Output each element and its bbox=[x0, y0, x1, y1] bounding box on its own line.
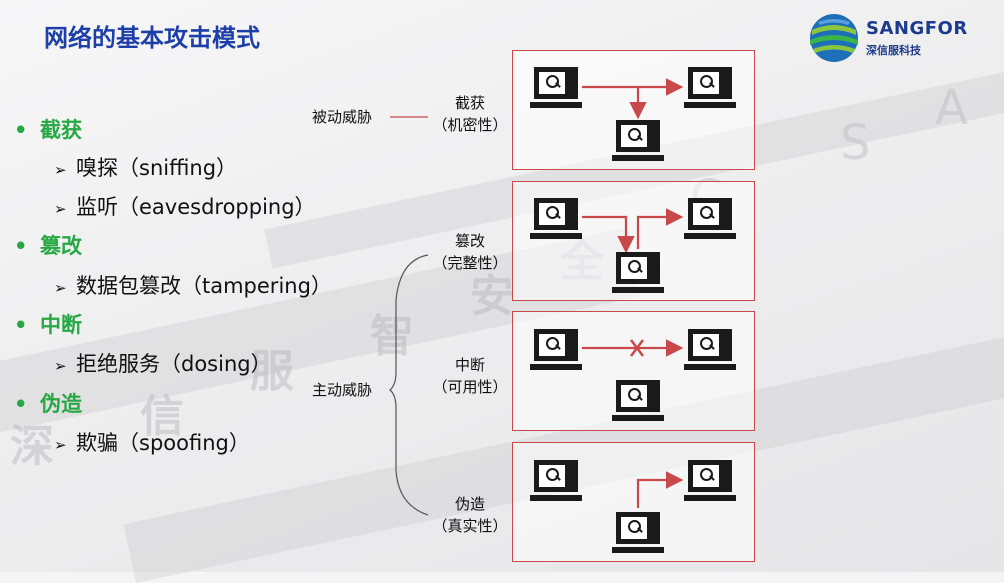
computer-icon bbox=[612, 380, 664, 422]
computer-icon bbox=[612, 252, 664, 294]
sub-item-label: 欺骗（spoofing） bbox=[76, 431, 250, 455]
computer-icon bbox=[612, 120, 664, 162]
list-item-intercept: •截获 bbox=[14, 118, 82, 142]
sub-item: ➢ 嗅探（sniffing） bbox=[54, 152, 237, 182]
arrow-right-icon: ➢ bbox=[54, 357, 67, 375]
watermark-char: 信 bbox=[140, 391, 184, 442]
sub-item-label: 嗅探（sniffing） bbox=[76, 156, 238, 180]
logo-subtitle: 深信服科技 bbox=[866, 44, 921, 57]
list-item-label: 伪造 bbox=[40, 392, 82, 416]
watermark-char: 智 bbox=[370, 311, 414, 362]
computer-icon bbox=[530, 198, 582, 240]
threat-label-tamper: 篡改 （完整性） bbox=[432, 230, 508, 274]
sub-item-label: 数据包篡改（tampering） bbox=[76, 274, 332, 298]
sub-item: ➢ 拒绝服务（dosing） bbox=[54, 348, 272, 378]
computer-icon bbox=[684, 460, 736, 502]
logo-name: SANGFOR bbox=[866, 18, 968, 39]
computer-icon bbox=[684, 329, 736, 371]
computer-icon bbox=[684, 67, 736, 109]
list-item-tamper: •篡改 bbox=[14, 234, 82, 258]
watermark-char: 深 bbox=[10, 421, 54, 472]
passive-threat-label: 被动威胁 bbox=[312, 108, 373, 126]
watermark-char: 安 bbox=[470, 271, 514, 322]
threat-name: 中断 bbox=[454, 356, 485, 374]
arrow-right-icon: ➢ bbox=[54, 161, 67, 179]
threat-property: （机密性） bbox=[432, 116, 508, 134]
threat-label-forge: 伪造 （真实性） bbox=[432, 493, 508, 537]
threat-name: 篡改 bbox=[454, 232, 485, 250]
threat-label-interrupt: 中断 （可用性） bbox=[432, 354, 508, 398]
arrow-right-icon: ➢ bbox=[54, 200, 67, 218]
sub-item-label: 监听（eavesdropping） bbox=[76, 195, 316, 219]
sangfor-logo: SANGFOR 深信服科技 bbox=[808, 12, 988, 64]
threat-property: （真实性） bbox=[432, 517, 508, 535]
watermark-letter: S bbox=[840, 115, 871, 171]
list-item-label: 篡改 bbox=[40, 234, 82, 258]
threat-name: 伪造 bbox=[454, 495, 485, 513]
threat-property: （完整性） bbox=[432, 254, 508, 272]
computer-icon bbox=[530, 67, 582, 109]
computer-icon bbox=[612, 512, 664, 554]
computer-icon bbox=[530, 460, 582, 502]
sub-item: ➢ 欺骗（spoofing） bbox=[54, 427, 250, 457]
sub-item: ➢ 数据包篡改（tampering） bbox=[54, 270, 332, 300]
watermark-letter: A bbox=[935, 80, 968, 136]
active-threat-label: 主动威胁 bbox=[312, 381, 373, 399]
sub-item-label: 拒绝服务（dosing） bbox=[76, 352, 272, 376]
arrow-right-icon: ➢ bbox=[54, 436, 67, 454]
threat-name: 截获 bbox=[454, 94, 485, 112]
list-item-forge: •伪造 bbox=[14, 392, 82, 416]
list-item-label: 中断 bbox=[40, 313, 82, 337]
globe-logo-icon bbox=[810, 14, 858, 62]
slide-title: 网络的基本攻击模式 bbox=[44, 24, 260, 52]
threat-label-intercept: 截获 （机密性） bbox=[432, 92, 508, 136]
list-item-interrupt: •中断 bbox=[14, 313, 82, 337]
watermark-char: 服 bbox=[250, 346, 294, 397]
list-item-label: 截获 bbox=[40, 118, 82, 142]
computer-icon bbox=[530, 329, 582, 371]
threat-property: （可用性） bbox=[432, 378, 508, 396]
computer-icon bbox=[684, 198, 736, 240]
sub-item: ➢ 监听（eavesdropping） bbox=[54, 191, 316, 221]
arrow-right-icon: ➢ bbox=[54, 279, 67, 297]
x-mark-icon bbox=[630, 339, 644, 357]
